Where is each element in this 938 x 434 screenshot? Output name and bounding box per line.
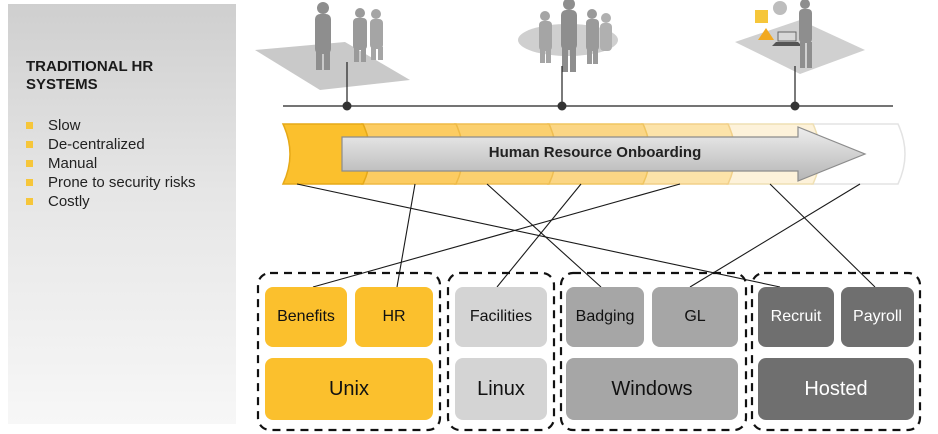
platform-box-unix: Unix [328, 377, 369, 400]
bullet-item: Slow [26, 116, 226, 135]
bullet-item: De-centralized [26, 135, 226, 154]
app-box-payroll: Payroll [853, 308, 902, 325]
timeline [283, 62, 893, 111]
sidebar-bullet-list: Slow De-centralized Manual Prone to secu… [26, 116, 226, 211]
connector-lines [296, 183, 876, 288]
process-arrow-icon [341, 126, 867, 182]
bullet-item: Manual [26, 154, 226, 173]
app-box-hr: HR [382, 308, 406, 325]
platform-box-linux: Linux [477, 377, 525, 400]
bullet-square-icon [26, 122, 33, 129]
bullet-square-icon [26, 141, 33, 148]
system-boxes [265, 287, 914, 420]
people-group-center-icon [518, 0, 618, 72]
platform-box-hosted: Hosted [804, 377, 868, 400]
system-group-outlines [256, 271, 922, 432]
bullet-item: Costly [26, 192, 226, 211]
process-arrow-label: Human Resource Onboarding [488, 144, 702, 161]
people-group-left-icon [255, 2, 410, 90]
app-box-facilities: Facilities [469, 308, 533, 325]
app-box-gl: GL [684, 308, 706, 325]
app-box-badging: Badging [575, 308, 635, 325]
platform-box-windows: Windows [611, 377, 693, 400]
bullet-item: Prone to security risks [26, 173, 226, 192]
app-box-benefits: Benefits [277, 308, 335, 325]
sidebar-title: TRADITIONAL HR SYSTEMS [26, 58, 154, 93]
app-box-recruit: Recruit [770, 308, 822, 325]
bullet-square-icon [26, 198, 33, 205]
bullet-square-icon [26, 160, 33, 167]
sidebar-panel: TRADITIONAL HR SYSTEMS Slow De-centraliz… [8, 4, 236, 424]
bullet-square-icon [26, 179, 33, 186]
people-group-right-icon [735, 0, 865, 74]
